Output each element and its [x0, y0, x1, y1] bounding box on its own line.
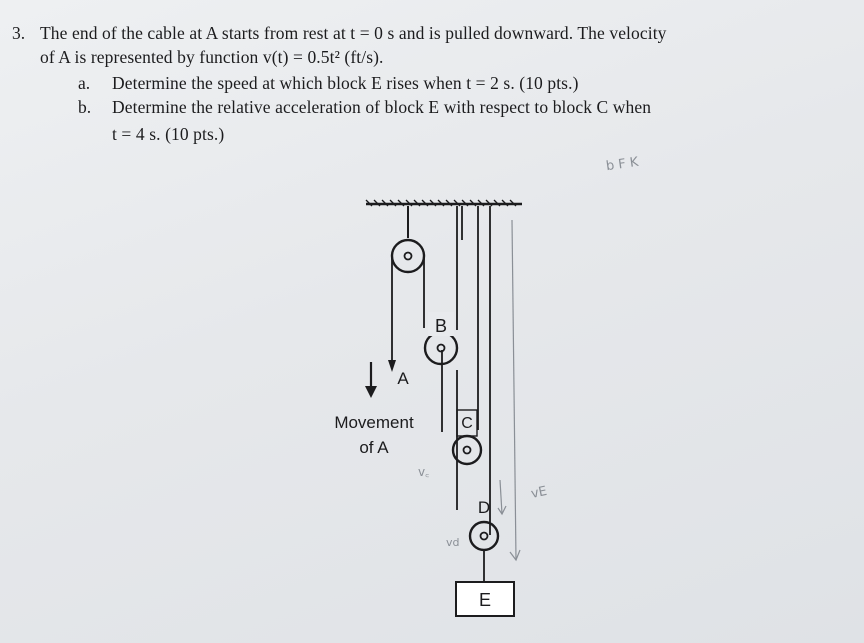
label-d: D [478, 498, 490, 517]
cable-end-a-arrow [388, 360, 396, 372]
part-a-text: Determine the speed at which block E ris… [112, 73, 579, 93]
part-b-marker: b. [78, 97, 92, 117]
pulley-c: C [451, 409, 483, 466]
pencil-arrows [497, 219, 521, 562]
movement-label-line-1: Movement [334, 413, 414, 432]
problem-statement-line-1: The end of the cable at A starts from re… [40, 23, 667, 43]
pulley-diagram: B C D E A Movement of A [334, 199, 549, 617]
label-c: C [461, 415, 473, 432]
handwritten-note-top: b F K [605, 154, 640, 175]
pulley-b: B [423, 312, 459, 366]
block-e: E [455, 581, 515, 617]
movement-label-line-2: of A [359, 438, 389, 457]
ceiling-support [365, 199, 522, 207]
handwritten-vc: v꜀ [418, 465, 429, 479]
cable [391, 206, 491, 535]
problem-statement-line-2: of A is represented by function v(t) = 0… [40, 47, 384, 67]
handwritten-ve: vE [530, 484, 549, 502]
problem-number: 3. [12, 23, 26, 43]
pulley-d: D [468, 498, 500, 582]
part-a-marker: a. [78, 73, 91, 93]
label-a: A [397, 369, 409, 388]
handwritten-vd: vd [446, 536, 460, 549]
part-b-text-line-1: Determine the relative acceleration of b… [112, 97, 652, 117]
label-b: B [435, 316, 447, 336]
top-pulley [390, 206, 426, 274]
movement-of-a-indicator: A Movement of A [334, 362, 414, 457]
part-b-text-line-2: t = 4 s. (10 pts.) [112, 124, 225, 144]
label-e: E [479, 590, 491, 610]
